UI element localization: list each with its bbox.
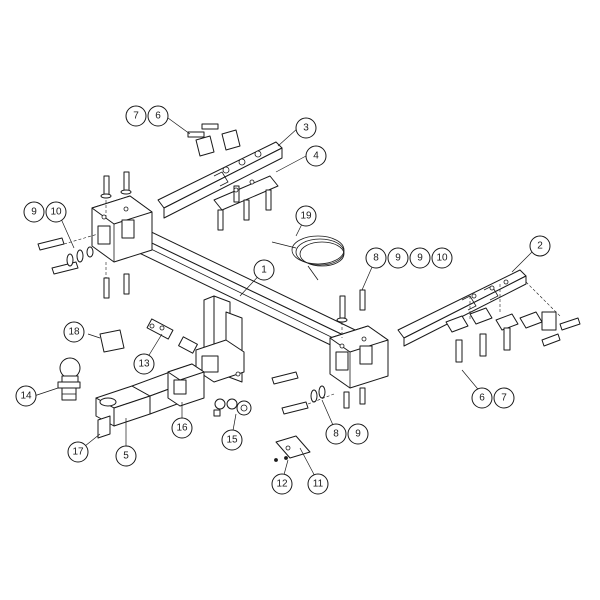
svg-text:14: 14 [20,391,32,402]
svg-text:17: 17 [72,447,84,458]
svg-text:10: 10 [436,253,448,264]
svg-text:9: 9 [355,429,361,440]
svg-text:7: 7 [133,111,139,122]
callout-8-bottom: 8 [325,423,347,445]
right-side-bracket [397,269,581,363]
callout-12: 12 [271,473,293,495]
svg-text:9: 9 [31,207,37,218]
svg-text:16: 16 [176,423,188,434]
callout-9-top-a: 9 [387,247,409,269]
svg-text:3: 3 [303,123,309,134]
svg-text:6: 6 [155,111,161,122]
svg-text:11: 11 [313,479,324,490]
center-drop-tube [195,295,245,383]
callout-10-top: 10 [431,247,453,269]
svg-text:15: 15 [226,435,238,446]
callout-5: 5 [115,445,137,467]
callout-15: 15 [221,429,243,451]
callouts: 1 2 3 4 5 6 7 6 7 8 9 9 10 8 9 9 10 11 1… [15,105,551,495]
callout-11: 11 [307,473,329,495]
callout-6-right: 6 [471,387,493,409]
right-fasteners [271,289,366,415]
callout-6-top: 6 [147,105,169,127]
callout-4: 4 [305,145,327,167]
svg-text:13: 13 [138,359,150,370]
svg-text:18: 18 [68,327,80,338]
svg-text:8: 8 [333,429,339,440]
svg-text:12: 12 [276,479,288,490]
svg-text:4: 4 [313,151,319,162]
svg-text:8: 8 [373,253,379,264]
right-end-bracket [329,325,389,389]
callout-13: 13 [133,353,155,375]
svg-text:5: 5 [123,451,129,462]
left-side-bracket [157,123,283,231]
left-end-bracket [91,195,153,263]
callout-7-right: 7 [493,387,515,409]
svg-text:9: 9 [417,253,423,264]
callout-9-top-b: 9 [409,247,431,269]
svg-text:1: 1 [261,265,267,276]
svg-text:7: 7 [501,393,507,404]
label-plate [99,329,125,353]
callout-8-top: 8 [365,247,387,269]
svg-text:2: 2 [537,241,543,252]
cable-coil [271,235,345,281]
callout-3: 3 [295,117,317,139]
socket-plate [274,435,311,462]
locking-pin [146,318,198,354]
tow-ball [57,357,81,401]
callout-19: 19 [295,205,317,227]
callout-9-bottom: 9 [347,423,369,445]
callout-18: 18 [63,321,85,343]
callout-7-top: 7 [125,105,147,127]
callout-9-left: 9 [23,201,45,223]
callout-1: 1 [253,259,275,281]
svg-text:9: 9 [395,253,401,264]
svg-text:19: 19 [300,211,312,222]
socket-bolts [213,398,252,417]
left-fasteners [37,171,132,299]
svg-text:6: 6 [479,393,485,404]
callout-2: 2 [529,235,551,257]
callout-10-left: 10 [45,201,67,223]
sleeve-16 [167,363,205,407]
callout-17: 17 [67,441,89,463]
callout-16: 16 [171,417,193,439]
svg-text:10: 10 [50,207,62,218]
callout-14: 14 [15,385,37,407]
